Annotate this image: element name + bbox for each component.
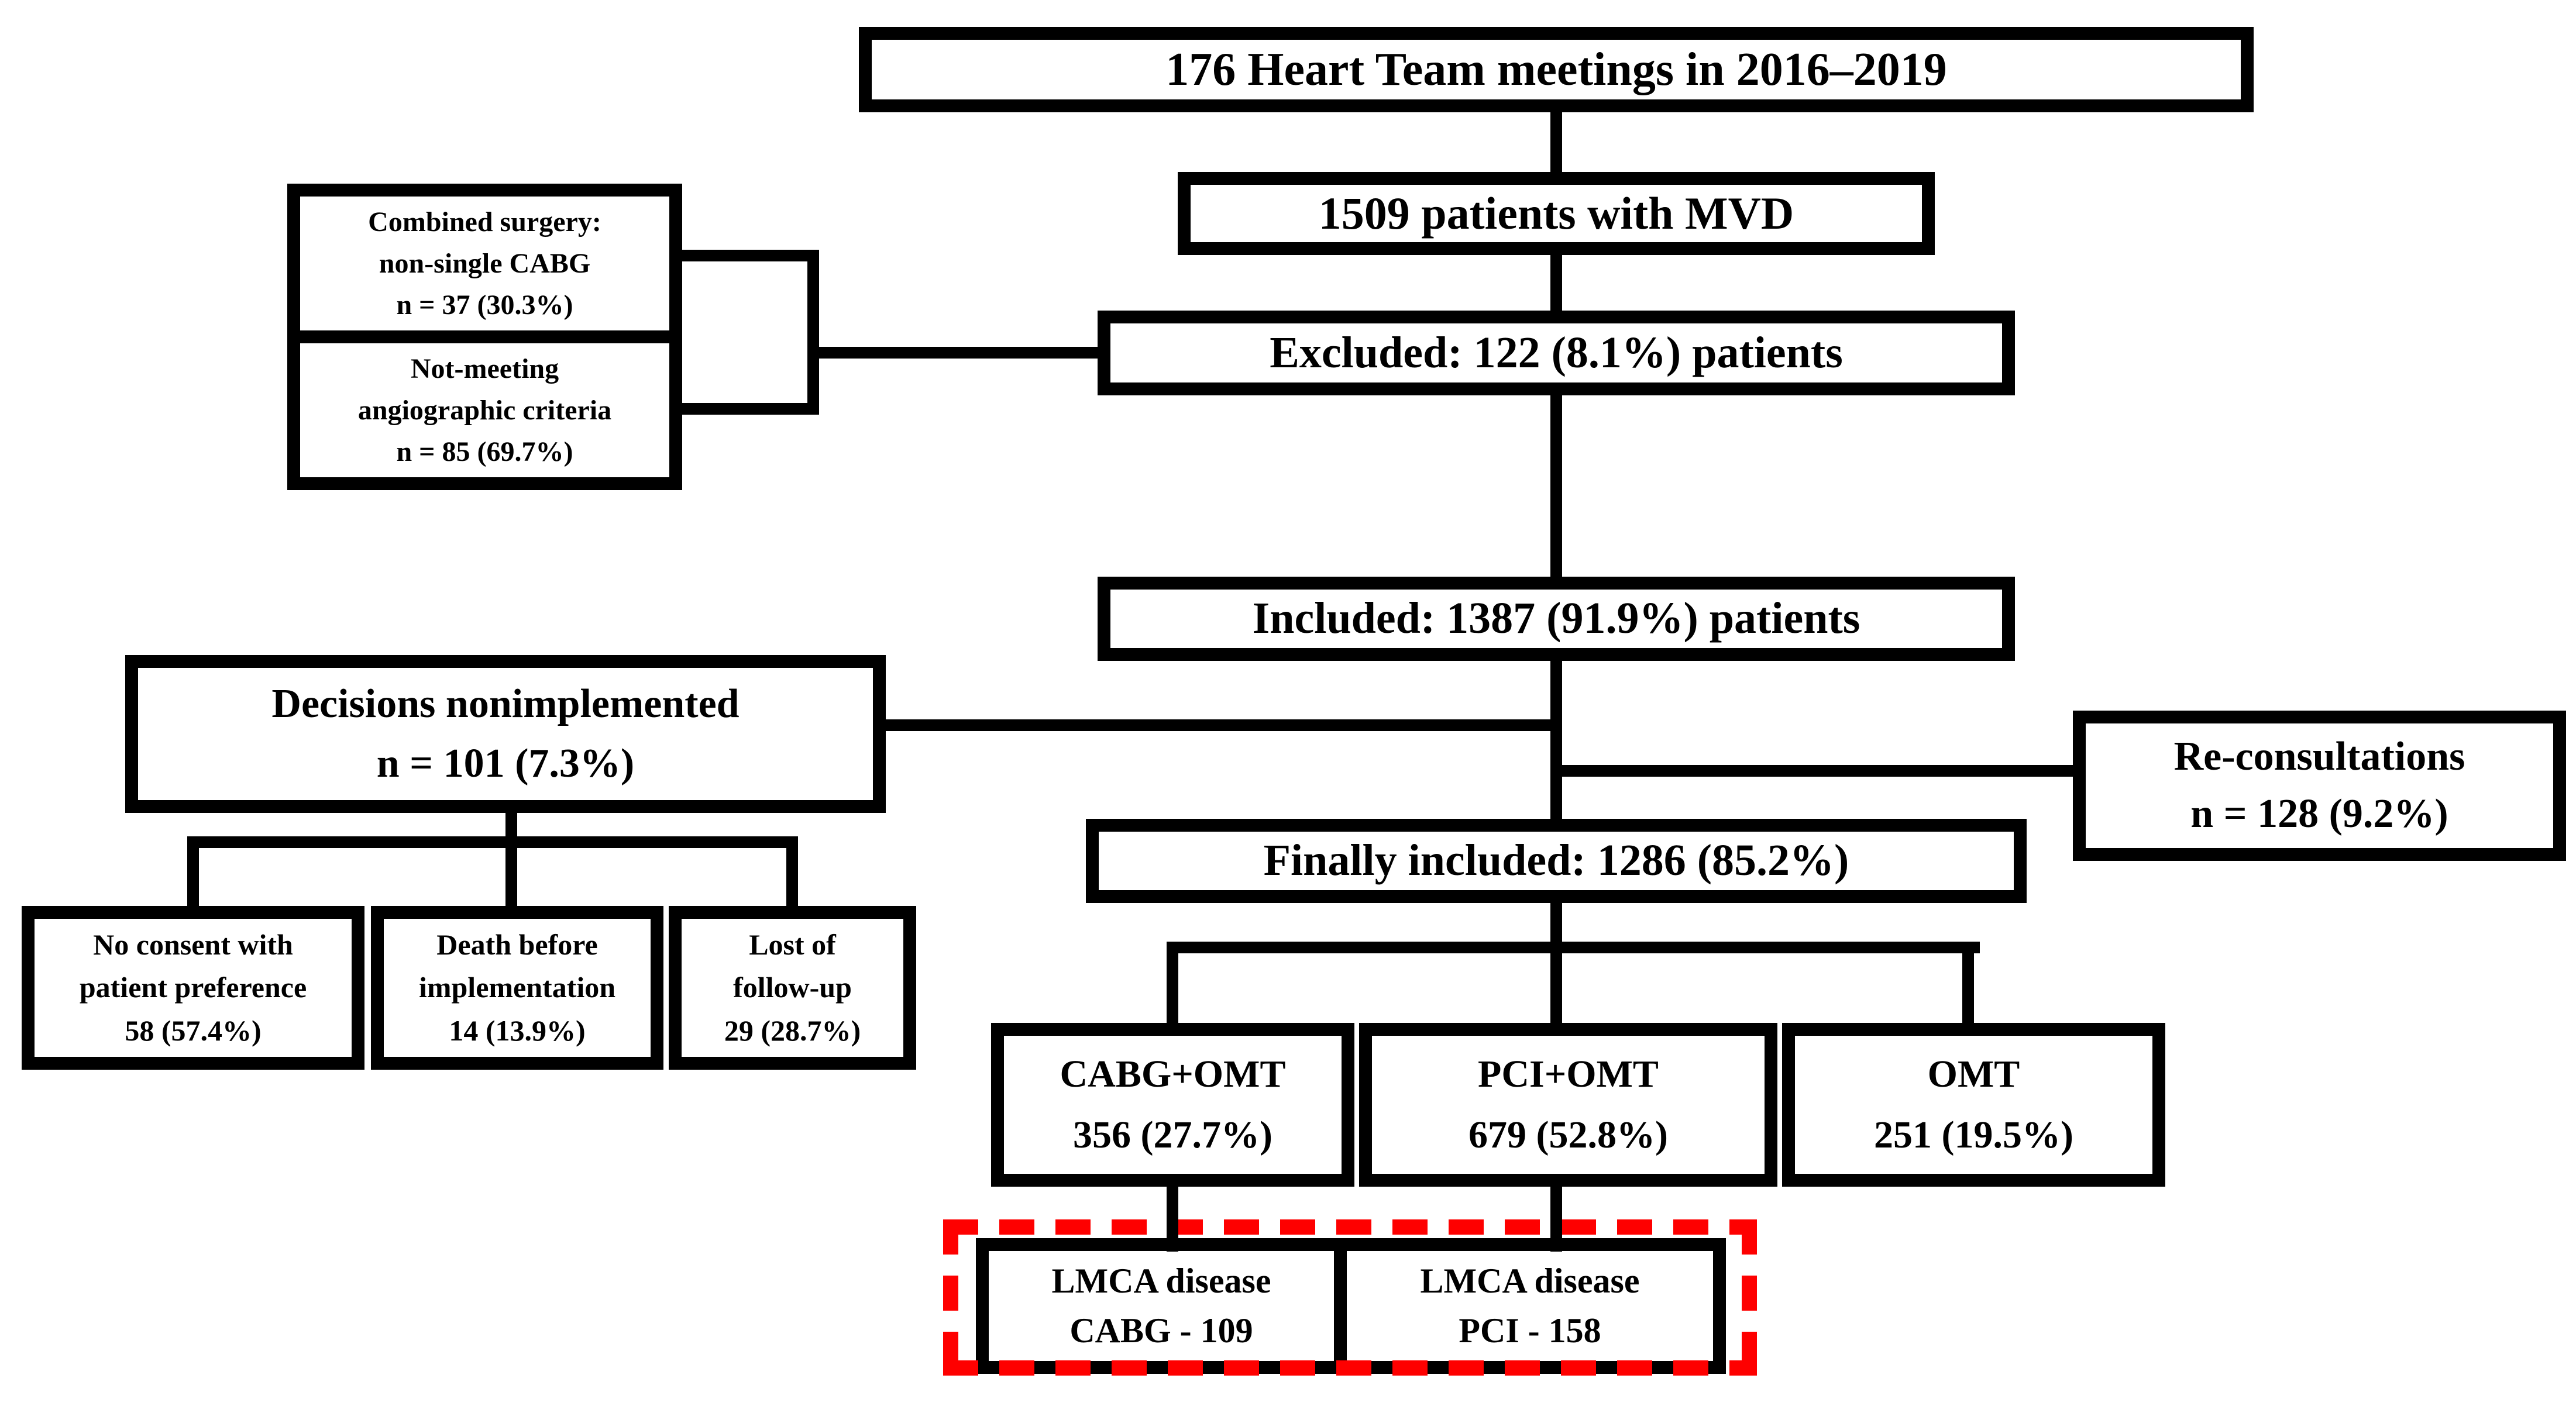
node-omt: OMT 251 (19.5%) (1782, 1023, 2165, 1187)
highlight-rect-left-edge (943, 1219, 958, 1376)
node-label: Not-meeting (410, 353, 559, 384)
connector-elbow-excluded (807, 347, 1099, 359)
node-label: implementation (418, 971, 616, 1004)
node-label: 14 (13.9%) (449, 1014, 586, 1047)
connector-drop-cabg-omt (1167, 953, 1178, 1025)
node-label: LMCA disease (1051, 1261, 1271, 1300)
node-label: 176 Heart Team meetings in 2016–2019 (1165, 44, 1947, 95)
connector-decisions-branch (885, 719, 1556, 731)
node-label: CABG+OMT (1060, 1053, 1286, 1096)
connector-drop-no-consent (187, 848, 199, 908)
connector-angiographic-elbow (681, 403, 819, 415)
node-label: 1509 patients with MVD (1318, 188, 1794, 239)
node-angiographic-criteria: Not-meeting angiographic criteria n = 85… (300, 343, 669, 477)
highlight-rect-bottom-edge (943, 1360, 1757, 1376)
node-pci-omt: PCI+OMT 679 (52.8%) (1359, 1023, 1777, 1187)
connector-pci-lmca (1550, 1186, 1562, 1252)
node-label: n = 37 (30.3%) (396, 289, 573, 321)
node-label: n = 128 (9.2%) (2190, 791, 2448, 837)
highlight-rect-right-edge (1742, 1219, 1757, 1376)
connector-elbow-vertical (807, 250, 819, 415)
node-label: 251 (19.5%) (1874, 1114, 2073, 1157)
connector-drop-omt (1962, 953, 1974, 1025)
connector-decisions-down (505, 812, 517, 908)
node-label: CABG - 109 (1069, 1311, 1253, 1350)
connector-meetings-mvd (1550, 111, 1562, 173)
highlight-rect-top-edge (943, 1219, 1757, 1235)
node-label: Decisions nonimplemented (271, 681, 740, 726)
connector-breakdown-rail (187, 836, 798, 848)
exclusion-reasons-stack: Combined surgery: non-single CABG n = 37… (300, 197, 669, 477)
node-label: No consent with (93, 928, 293, 961)
node-included: Included: 1387 (91.9%) patients (1098, 577, 2015, 661)
connector-drop-lost-followup (786, 848, 798, 908)
connector-reconsult-branch (1556, 765, 2074, 777)
node-label: Excluded: 122 (8.1%) patients (1270, 328, 1843, 377)
node-label: LMCA disease (1420, 1261, 1640, 1300)
node-label: OMT (1927, 1053, 2020, 1096)
node-patients-mvd: 1509 patients with MVD (1178, 172, 1935, 255)
node-excluded: Excluded: 122 (8.1%) patients (1098, 311, 2015, 395)
connector-drop-pci-omt (1550, 953, 1562, 1025)
node-lmca-cabg: LMCA disease CABG - 109 (976, 1238, 1334, 1374)
node-label: PCI - 158 (1459, 1311, 1601, 1350)
node-label: PCI+OMT (1478, 1053, 1659, 1096)
node-label: 679 (52.8%) (1468, 1114, 1668, 1157)
node-label: patient preference (79, 971, 307, 1004)
node-heart-team-meetings: 176 Heart Team meetings in 2016–2019 (859, 27, 2254, 112)
node-label: Lost of (749, 928, 836, 961)
node-label: Re-consultations (2173, 734, 2465, 780)
node-label: non-single CABG (379, 247, 591, 279)
connector-cabg-lmca (1167, 1186, 1178, 1252)
node-cabg-omt: CABG+OMT 356 (27.7%) (991, 1023, 1354, 1187)
node-label: n = 85 (69.7%) (396, 436, 573, 467)
node-label: Death before (436, 928, 598, 961)
node-label: n = 101 (7.3%) (376, 740, 635, 786)
node-label: Included: 1387 (91.9%) patients (1252, 594, 1860, 643)
connector-finally-down (1550, 902, 1562, 947)
node-label: Combined surgery: (368, 206, 601, 237)
node-label: 356 (27.7%) (1073, 1114, 1272, 1157)
node-label: Finally included: 1286 (85.2%) (1263, 836, 1849, 885)
node-no-consent: No consent with patient preference 58 (5… (22, 906, 364, 1070)
node-label: angiographic criteria (357, 394, 612, 426)
node-reconsultations: Re-consultations n = 128 (9.2%) (2073, 711, 2566, 861)
node-combined-surgery: Combined surgery: non-single CABG n = 37… (300, 197, 669, 330)
node-lost-followup: Lost of follow-up 29 (28.7%) (669, 906, 916, 1070)
connector-included-finally (1550, 660, 1562, 820)
connector-excluded-included (1550, 394, 1562, 578)
node-lmca-pci: LMCA disease PCI - 158 (1334, 1238, 1726, 1374)
node-finally-included: Finally included: 1286 (85.2%) (1086, 819, 2027, 903)
node-label: follow-up (733, 971, 852, 1004)
node-label: 29 (28.7%) (724, 1014, 861, 1047)
connector-combined-elbow (681, 250, 819, 261)
node-decisions-nonimplemented: Decisions nonimplemented n = 101 (7.3%) (125, 655, 886, 813)
connector-mvd-excluded (1550, 254, 1562, 312)
node-exclusion-reasons: Combined surgery: non-single CABG n = 37… (287, 184, 682, 490)
divider-line (300, 330, 669, 343)
connector-treatment-rail (1167, 942, 1980, 953)
node-death-before-implementation: Death before implementation 14 (13.9%) (371, 906, 663, 1070)
node-label: 58 (57.4%) (125, 1014, 262, 1047)
